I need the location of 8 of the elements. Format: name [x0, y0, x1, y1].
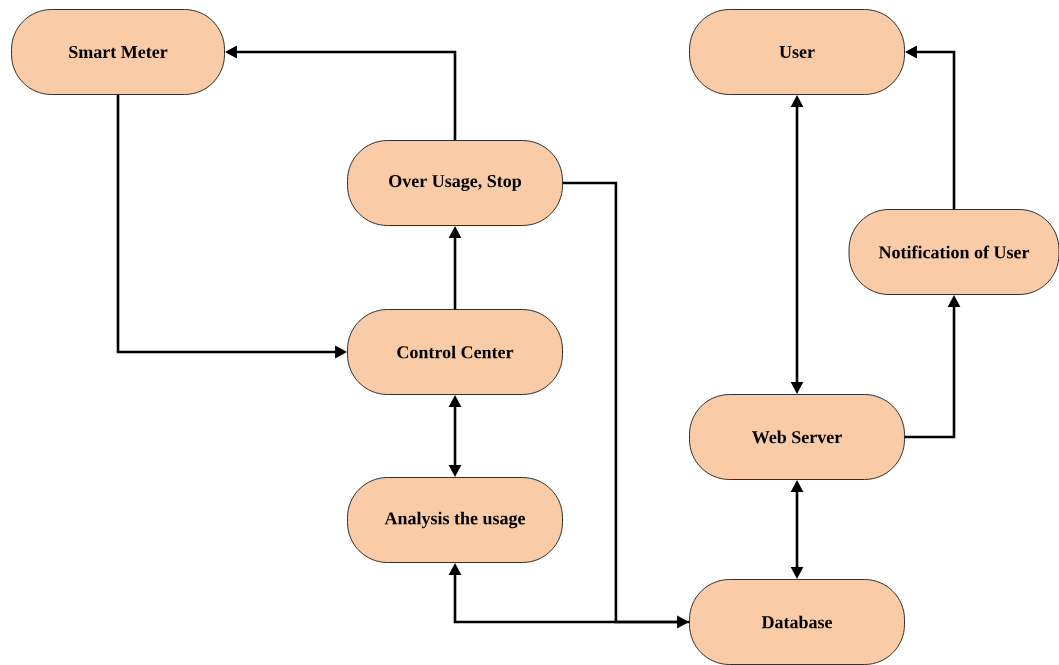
process-box: Database: [689, 579, 905, 665]
process-box: Notification of User: [848, 209, 1059, 295]
process-box: Analysis the usage: [347, 477, 563, 563]
process-box: Control Center: [347, 309, 563, 395]
process-box: Smart Meter: [11, 9, 225, 95]
process-box: Web Server: [689, 394, 905, 480]
process-box: User: [689, 9, 905, 95]
process-box: Over Usage, Stop: [347, 140, 563, 226]
